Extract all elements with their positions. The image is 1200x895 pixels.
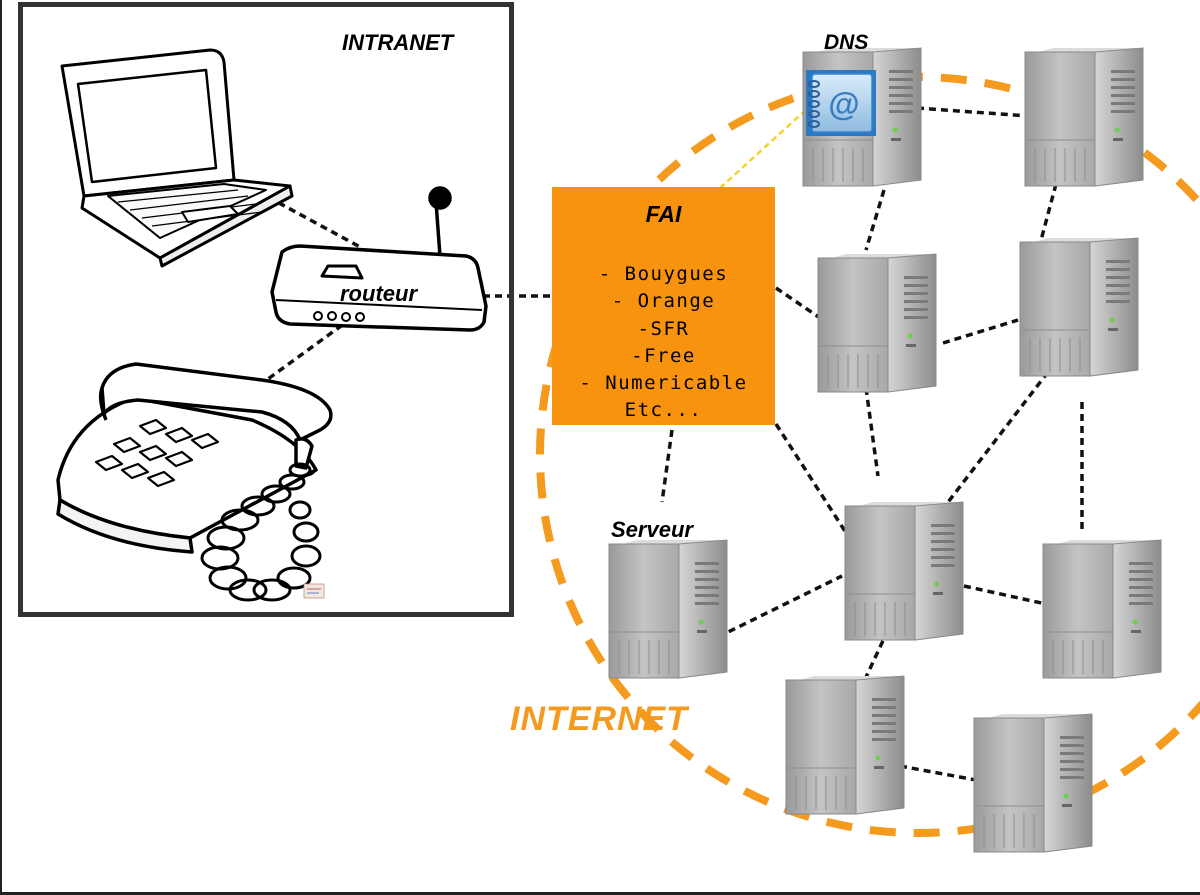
svg-text:@: @	[828, 86, 859, 122]
server-icon	[1024, 47, 1144, 187]
telephone-icon	[56, 362, 333, 602]
frame-left-border	[0, 0, 2, 895]
server-icon	[785, 675, 905, 815]
server-icon	[973, 713, 1093, 853]
dns-label: DNS	[824, 31, 869, 54]
server-icon	[1019, 237, 1139, 377]
fai-provider: - Orange	[611, 290, 716, 313]
server-label: Serveur	[611, 517, 693, 542]
laptop-icon	[60, 48, 294, 268]
network-links	[248, 106, 1084, 782]
frame-bottom-border	[0, 892, 1200, 895]
server-icon	[608, 539, 728, 679]
watermark-stamp	[303, 583, 325, 599]
server-icon	[817, 253, 937, 393]
fai-title: FAI	[645, 201, 682, 227]
fai-provider-list: - Bouygues - Orange -SFR -Free - Numeric…	[579, 261, 747, 425]
router-label: routeur	[340, 281, 417, 306]
fai-provider: -Free	[631, 344, 696, 367]
router-icon	[270, 186, 488, 332]
fai-provider: - Numericable	[579, 372, 748, 395]
fai-provider: - Bouygues	[598, 263, 729, 285]
intranet-box	[18, 2, 514, 617]
fai-provider: Etc...	[624, 399, 703, 422]
server-icon	[1042, 539, 1162, 679]
internet-label: INTERNET	[510, 700, 688, 738]
address-book-icon: @	[806, 70, 876, 136]
dns-link	[719, 107, 809, 189]
server-icon	[844, 501, 964, 641]
fai-provider: -SFR	[637, 317, 690, 340]
fai-box: FAI - Bouygues - Orange -SFR -Free - Num…	[552, 187, 775, 425]
intranet-label: INTRANET	[342, 30, 454, 55]
